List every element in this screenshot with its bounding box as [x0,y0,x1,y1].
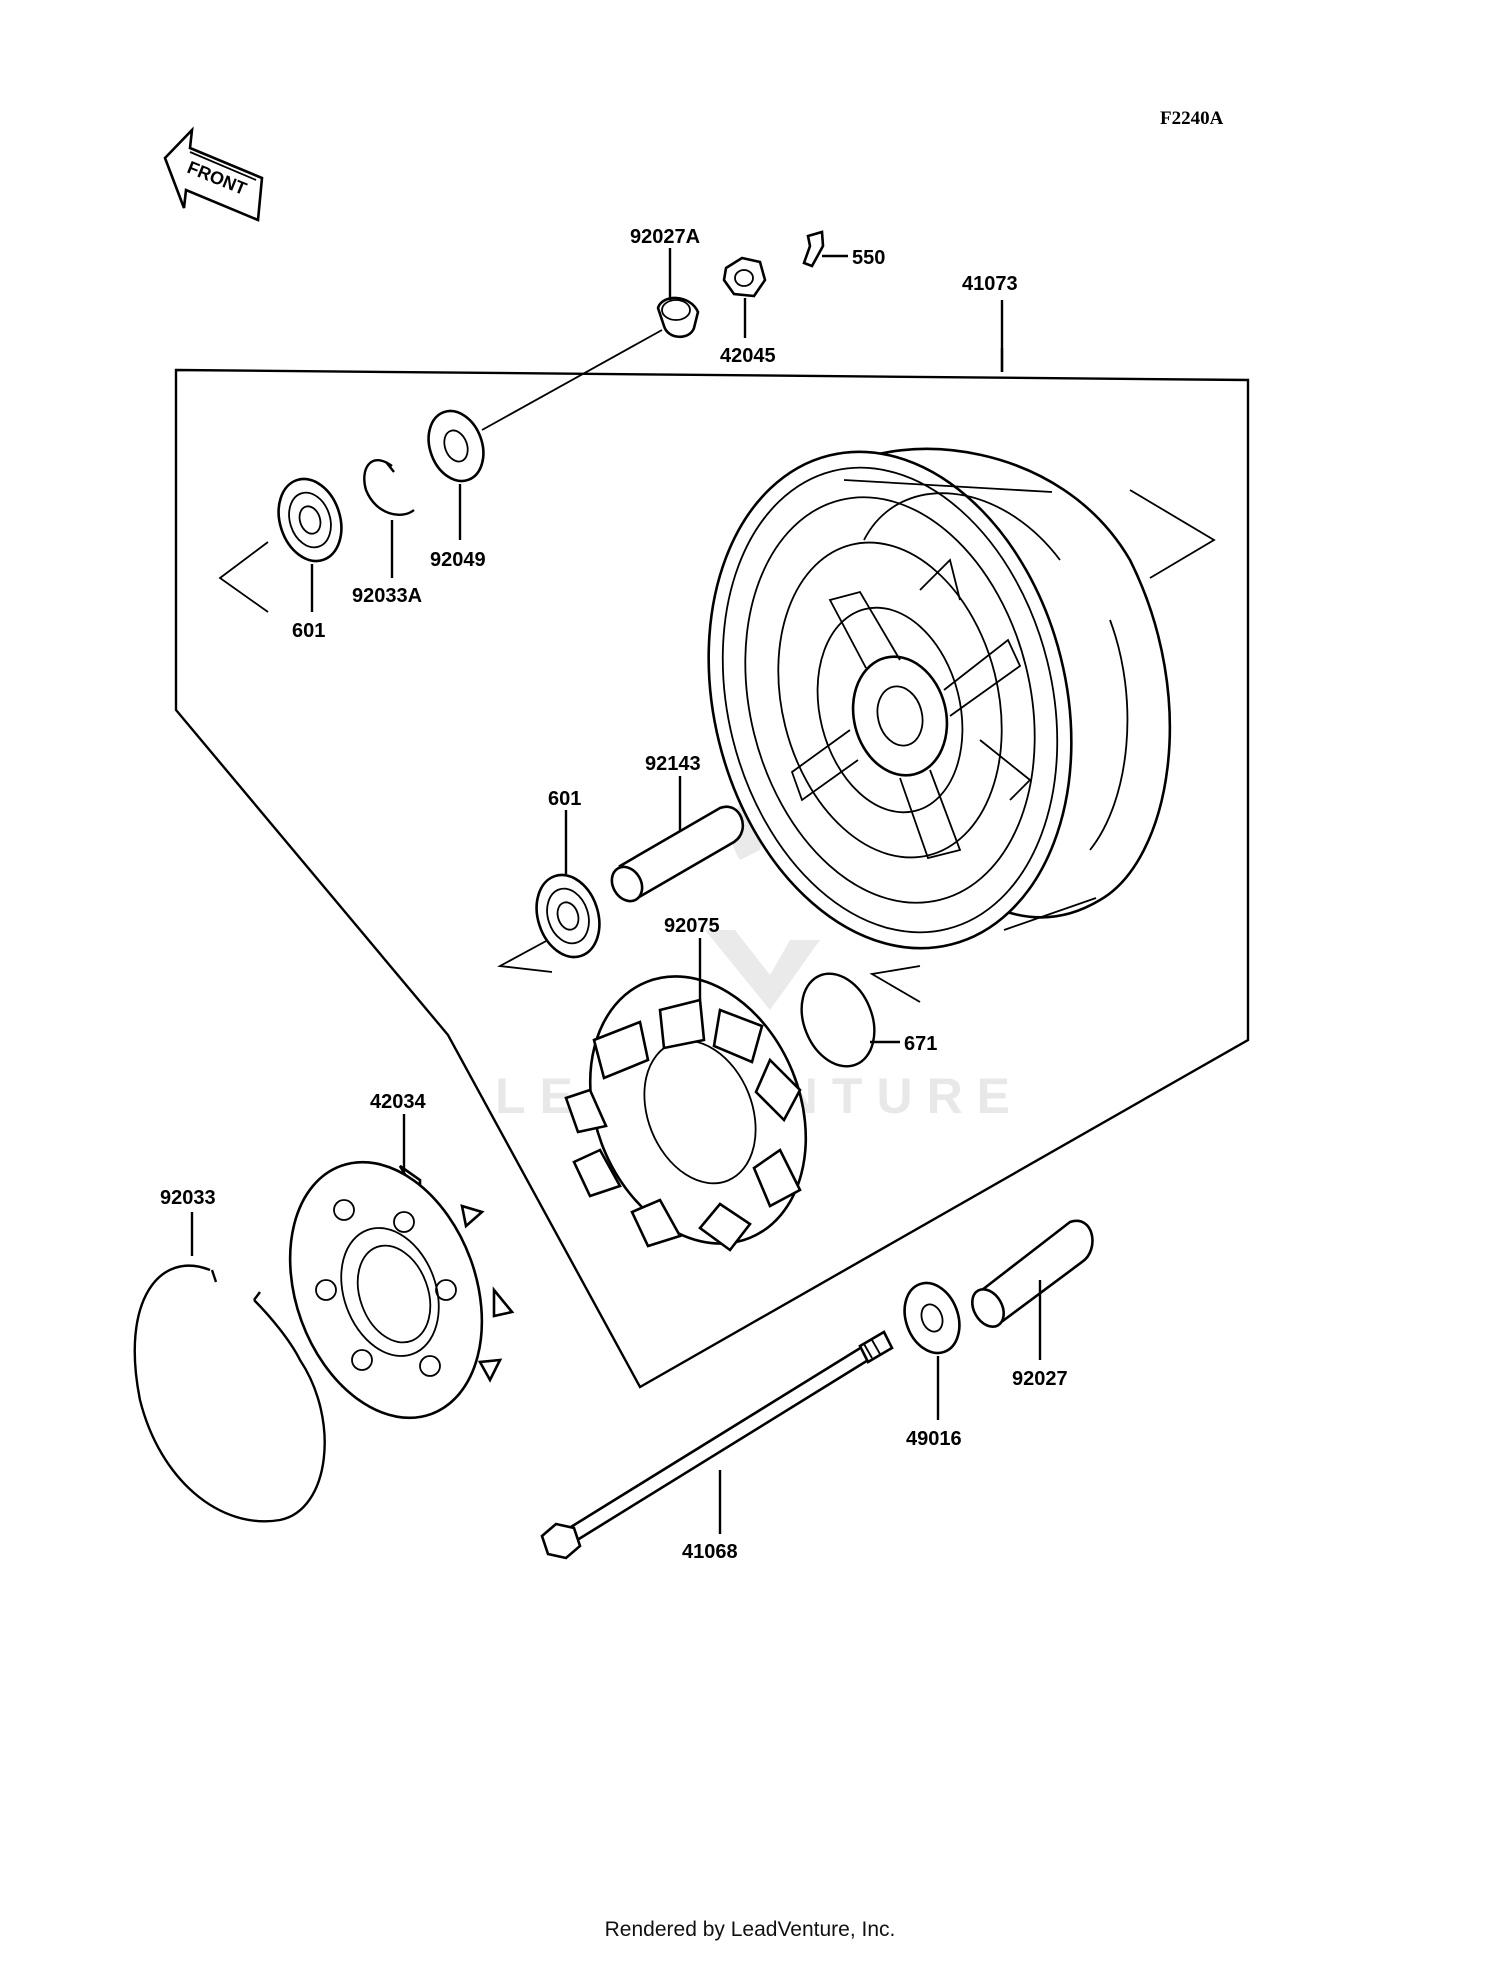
part-label-42045: 42045 [720,345,776,367]
axle-41068 [540,1330,894,1560]
sprocket-hub-42034 [288,1114,515,1420]
part-label-92075: 92075 [664,915,720,937]
part-label-92027A: 92027A [630,226,700,248]
damper-92075 [564,938,808,1252]
cotter-pin-550 [802,230,848,268]
front-direction-arrow: FRONT [163,126,264,222]
part-label-41068: 41068 [682,1541,738,1563]
part-label-601-mid: 601 [548,788,581,810]
part-label-92143: 92143 [645,753,701,775]
washer-92049 [427,409,485,540]
circlip-92033 [133,1212,326,1523]
part-label-92033A: 92033A [352,585,422,607]
washer-49016 [903,1281,961,1420]
footer-credit: Rendered by LeadVenture, Inc. [604,1918,896,1941]
collar-92027 [970,1219,1094,1360]
part-label-42034: 42034 [370,1091,426,1113]
part-label-41073: 41073 [962,273,1018,295]
assembly-outline [174,368,1250,1389]
figure-id: F2240A [1160,108,1224,129]
part-label-671: 671 [904,1033,937,1055]
part-label-550: 550 [852,247,885,269]
spacer-92143 [610,776,745,903]
bearing-601-mid [535,810,601,959]
collar-92027A [656,248,700,339]
part-label-49016: 49016 [906,1428,962,1450]
wheel-41073 [707,447,1172,950]
part-label-601-top: 601 [292,620,325,642]
part-label-92027: 92027 [1012,1368,1068,1390]
bearing-601-top [277,477,343,612]
axle-nut-42045 [722,256,767,338]
circlip-92033A [363,459,415,578]
part-label-92049: 92049 [430,549,486,571]
part-label-92033: 92033 [160,1187,216,1209]
o-ring-671 [800,972,900,1068]
